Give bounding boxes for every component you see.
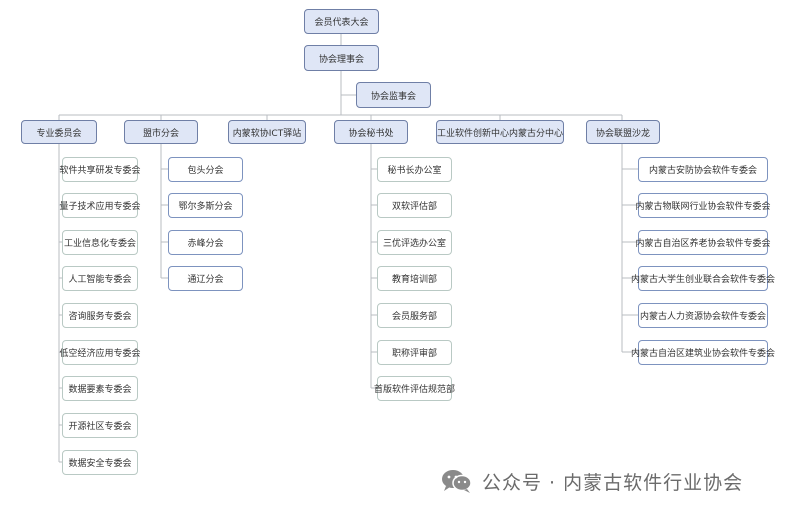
node-branch-committees: 专业委员会 xyxy=(21,120,97,144)
node-alliance: 内蒙古物联网行业协会软件专委会 xyxy=(636,193,771,218)
node-branch-city: 盟市分会 xyxy=(124,120,198,144)
node-committee: 工业信息化专委会 xyxy=(62,230,138,255)
node-committee: 咨询服务专委会 xyxy=(62,303,138,328)
node-branch-secretariat: 协会秘书处 xyxy=(334,120,408,144)
node-secretariat-dept: 双软评估部 xyxy=(377,193,452,218)
watermark-text: 公众号 · 内蒙古软件行业协会 xyxy=(482,471,744,494)
node-supervisory: 协会监事会 xyxy=(356,82,431,108)
node-alliance: 内蒙古大学生创业联合会软件专委会 xyxy=(631,266,775,291)
node-secretariat-dept: 职称评审部 xyxy=(377,340,452,365)
node-alliance: 内蒙古安防协会软件专委会 xyxy=(638,157,768,182)
node-committee: 人工智能专委会 xyxy=(62,266,138,291)
node-committee: 开源社区专委会 xyxy=(62,413,138,438)
node-committee: 软件共享研发专委会 xyxy=(60,157,141,182)
node-alliance: 内蒙古人力资源协会软件专委会 xyxy=(638,303,768,328)
node-alliance: 内蒙古自治区养老协会软件专委会 xyxy=(636,230,771,255)
node-branch-innovation: 工业软件创新中心内蒙古分中心 xyxy=(436,120,564,144)
node-city-branch: 包头分会 xyxy=(168,157,243,182)
node-secretariat-dept: 秘书长办公室 xyxy=(377,157,452,182)
node-city-branch: 通辽分会 xyxy=(168,266,243,291)
watermark: 公众号 · 内蒙古软件行业协会 xyxy=(440,466,743,496)
node-secretariat-dept: 三优评选办公室 xyxy=(377,230,452,255)
node-committee: 低空经济应用专委会 xyxy=(60,340,141,365)
node-secretariat-dept: 教育培训部 xyxy=(377,266,452,291)
node-committee: 数据安全专委会 xyxy=(62,450,138,475)
node-root: 会员代表大会 xyxy=(304,9,379,34)
node-alliance: 内蒙古自治区建筑业协会软件专委会 xyxy=(631,340,775,365)
node-branch-ict: 内蒙软协ICT驿站 xyxy=(228,120,306,144)
wechat-icon xyxy=(442,470,472,493)
node-committee: 数据要素专委会 xyxy=(62,376,138,401)
node-secretariat-dept: 首版软件评估规范部 xyxy=(374,376,455,401)
node-committee: 量子技术应用专委会 xyxy=(60,193,141,218)
node-secretariat-dept: 会员服务部 xyxy=(377,303,452,328)
node-branch-alliance: 协会联盟沙龙 xyxy=(586,120,660,144)
node-city-branch: 鄂尔多斯分会 xyxy=(168,193,243,218)
node-city-branch: 赤峰分会 xyxy=(168,230,243,255)
node-council: 协会理事会 xyxy=(304,45,379,71)
